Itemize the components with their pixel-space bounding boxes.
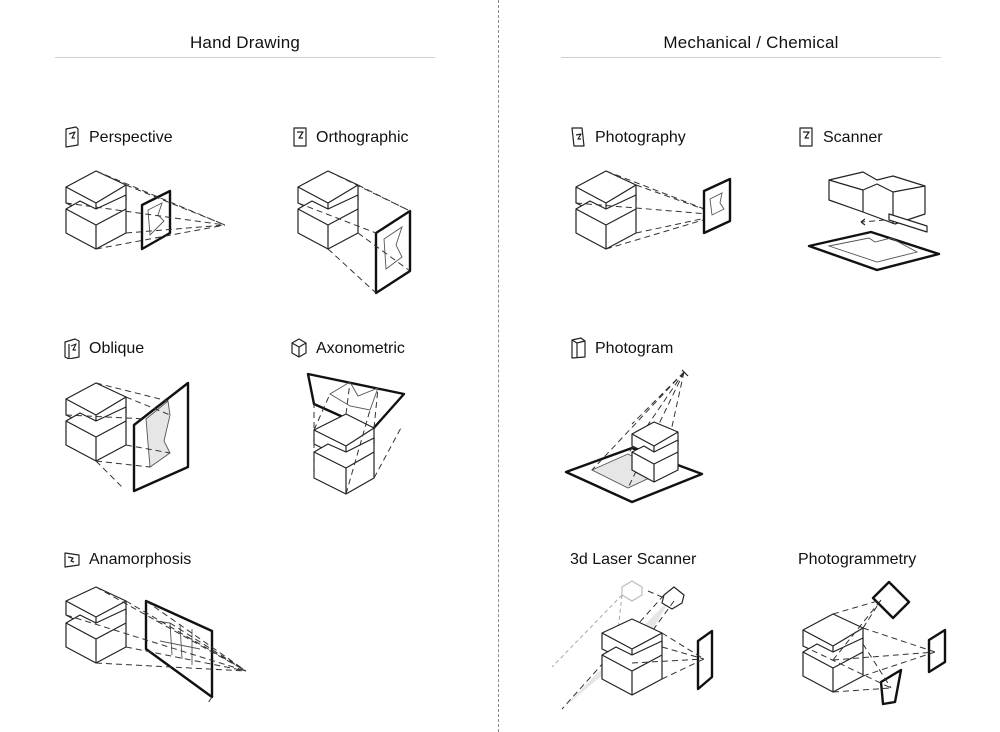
column-divider — [498, 0, 499, 732]
orthographic-icon — [293, 127, 307, 147]
oblique-icon — [64, 338, 80, 359]
photogram-label: Photogram — [595, 340, 674, 357]
photogrammetry-label: Photogrammetry — [798, 551, 917, 568]
perspective-figure — [65, 170, 226, 251]
oblique-label: Oblique — [89, 340, 145, 357]
oblique-figure — [65, 381, 190, 493]
perspective-label: Perspective — [89, 129, 173, 146]
photography-icon — [571, 127, 585, 147]
laser-scanner-figure — [551, 580, 714, 710]
anamorphosis-figure — [65, 586, 247, 704]
mechanical-chemical-rule — [561, 57, 941, 58]
axonometric-label: Axonometric — [316, 340, 405, 357]
axonometric-icon — [291, 338, 307, 358]
scanner-label: Scanner — [823, 129, 883, 146]
orthographic-label: Orthographic — [316, 129, 409, 146]
photogram-figure — [564, 369, 704, 504]
anamorphosis-label: Anamorphosis — [89, 551, 192, 568]
scanner-icon — [799, 127, 813, 147]
scanner-figure — [807, 171, 941, 272]
photography-label: Photography — [595, 129, 686, 146]
anamorphosis-icon — [64, 552, 80, 568]
laser-scanner-label: 3d Laser Scanner — [570, 551, 697, 568]
photography-figure — [575, 170, 732, 250]
hand-drawing-heading: Hand Drawing — [189, 33, 301, 52]
photogram-icon — [571, 337, 586, 359]
mechanical-chemical-heading: Mechanical / Chemical — [663, 33, 839, 52]
axonometric-figure — [306, 372, 406, 495]
orthographic-figure — [297, 170, 412, 295]
perspective-icon — [65, 126, 79, 148]
photogrammetry-figure — [802, 580, 947, 706]
hand-drawing-rule — [55, 57, 435, 58]
